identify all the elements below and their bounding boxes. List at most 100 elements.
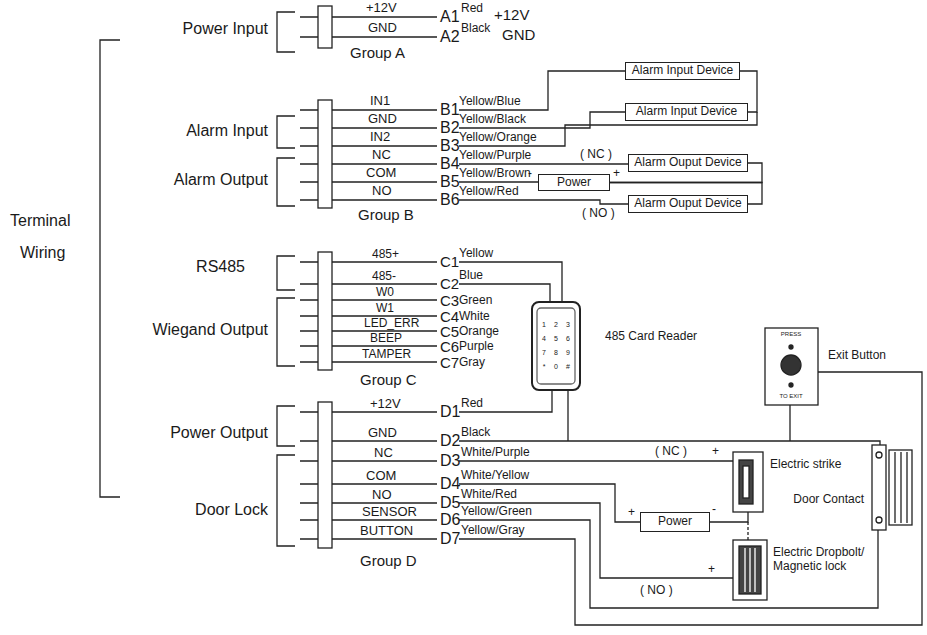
wiring-label: ( NO ) xyxy=(582,207,615,221)
pin-id: D1 xyxy=(440,403,460,421)
card-reader: 485 Card Reader xyxy=(532,302,580,390)
wiring-label: W1 xyxy=(376,302,394,316)
wiring-label: Group D xyxy=(360,552,417,569)
wiring-label: Yellow/Orange xyxy=(459,131,537,145)
wiring-label: BUTTON xyxy=(360,524,413,539)
node-label: Alarm Input Device xyxy=(632,64,733,78)
node-label: Door Contact xyxy=(793,493,864,507)
wiring-label: PRESS xyxy=(781,331,801,338)
wiring-label: COM xyxy=(366,166,396,181)
wiring-label: NO xyxy=(372,488,392,503)
wiring-label: GND xyxy=(502,26,535,43)
wiring-label: ( NO ) xyxy=(640,584,673,598)
wires xyxy=(459,71,922,625)
pin-id: C7 xyxy=(440,354,459,371)
wiring-label: Black xyxy=(461,22,490,36)
wiring-label: GND xyxy=(368,21,397,36)
wiring-label: Terminal xyxy=(10,212,70,230)
wiring-label: NC xyxy=(374,446,393,461)
pin-id: C1 xyxy=(440,253,459,270)
wiring-label: - xyxy=(528,167,532,181)
pin-id: D2 xyxy=(440,432,460,450)
pin-id: A1 xyxy=(440,8,460,26)
node-label: Exit Button xyxy=(828,349,886,363)
wiring-label: GND xyxy=(368,426,397,441)
wiring-label: + xyxy=(708,563,715,577)
pin-id: C3 xyxy=(440,292,459,309)
door-contact-symbol xyxy=(872,445,912,530)
wiring-label: BEEP xyxy=(370,332,402,346)
wiring-label: Yellow/Green xyxy=(461,505,532,519)
wiring-label: COM xyxy=(366,469,396,484)
wiring-label: 2 xyxy=(554,321,558,329)
dropbolt-lock: Electric Dropbolt/ Magnetic lock xyxy=(733,540,767,600)
wiring-label: TO EXIT xyxy=(779,393,802,400)
group-brackets xyxy=(277,12,295,546)
node-label: Alarm Ouput Device xyxy=(634,156,741,170)
node-label: 485 Card Reader xyxy=(605,330,697,344)
wiring-label: # xyxy=(566,363,570,371)
wiring-label: Yellow/Brown xyxy=(459,167,531,181)
node-label: Power xyxy=(557,176,591,190)
wiring-label: Blue xyxy=(459,269,483,283)
wiring-label: Yellow/Purple xyxy=(459,149,531,163)
door-contact: Door Contact xyxy=(872,445,912,530)
power-box: Power xyxy=(538,174,610,191)
wiring-label: Red xyxy=(461,2,483,16)
pin-id: B3 xyxy=(440,137,460,155)
card-reader-symbol xyxy=(532,302,580,390)
wiring-label: W0 xyxy=(376,286,394,300)
pin-id: D4 xyxy=(440,475,460,493)
wiring-label: LED_ERR xyxy=(364,317,419,331)
wiring-label: Group B xyxy=(358,206,414,223)
node-label: Electric Dropbolt/ Magnetic lock xyxy=(773,546,881,574)
wiring-label: 485- xyxy=(372,270,396,284)
alarm-output-box: Alarm Ouput Device xyxy=(628,195,748,213)
wiring-label: ( NC ) xyxy=(655,445,687,459)
wiring-label: Gray xyxy=(459,356,485,370)
exit-button: Exit Button xyxy=(765,328,818,405)
pin-id: B2 xyxy=(440,119,460,137)
wiring-label: Alarm Output xyxy=(174,171,268,189)
wiring-label: + xyxy=(628,506,635,520)
wiring-label: * xyxy=(543,363,546,371)
dropbolt-symbol xyxy=(733,540,767,600)
exit-button-symbol xyxy=(765,328,818,405)
wiring-label: Power Input xyxy=(183,20,268,38)
wiring-label: Alarm Input xyxy=(186,122,268,140)
pin-id: D6 xyxy=(440,511,460,529)
wiring-label: SENSOR xyxy=(362,505,417,520)
wiring-label: TAMPER xyxy=(362,348,411,362)
wiring-label: White/Purple xyxy=(461,446,530,460)
pin-id: C2 xyxy=(440,275,459,292)
pin-id: D3 xyxy=(440,452,460,470)
wiring-label: Door Lock xyxy=(195,501,268,519)
pin-id: B6 xyxy=(440,191,460,209)
terminal-blocks xyxy=(318,6,332,548)
wiring-label: 0 xyxy=(554,363,558,371)
wiring-label: White/Yellow xyxy=(461,469,529,483)
wiring-label: RS485 xyxy=(196,258,245,276)
pin-id: A2 xyxy=(440,28,460,46)
wiring-label: 8 xyxy=(554,349,558,357)
wiring-label: Yellow/Red xyxy=(459,185,519,199)
wiring-label: NC xyxy=(372,148,391,163)
alarm-input-box: Alarm Input Device xyxy=(625,103,748,121)
pin-id: D5 xyxy=(440,494,460,512)
electric-strike-symbol xyxy=(733,452,763,512)
alarm-output-box: Alarm Ouput Device xyxy=(628,154,748,172)
wiring-label: 9 xyxy=(566,349,570,357)
pin-id: B5 xyxy=(440,173,460,191)
wiring-label: +12V xyxy=(366,1,397,16)
wiring-label: Red xyxy=(461,397,483,411)
wiring-label: - xyxy=(712,503,716,517)
node-label: Power xyxy=(658,515,692,529)
wiring-label: NO xyxy=(372,184,392,199)
wiring-label: IN1 xyxy=(370,94,390,109)
power-box: Power xyxy=(640,512,710,532)
wiring-label: 5 xyxy=(554,335,558,343)
pin-id: B1 xyxy=(440,101,460,119)
wiring-label: 3 xyxy=(566,321,570,329)
wiring-label: GND xyxy=(368,112,397,127)
